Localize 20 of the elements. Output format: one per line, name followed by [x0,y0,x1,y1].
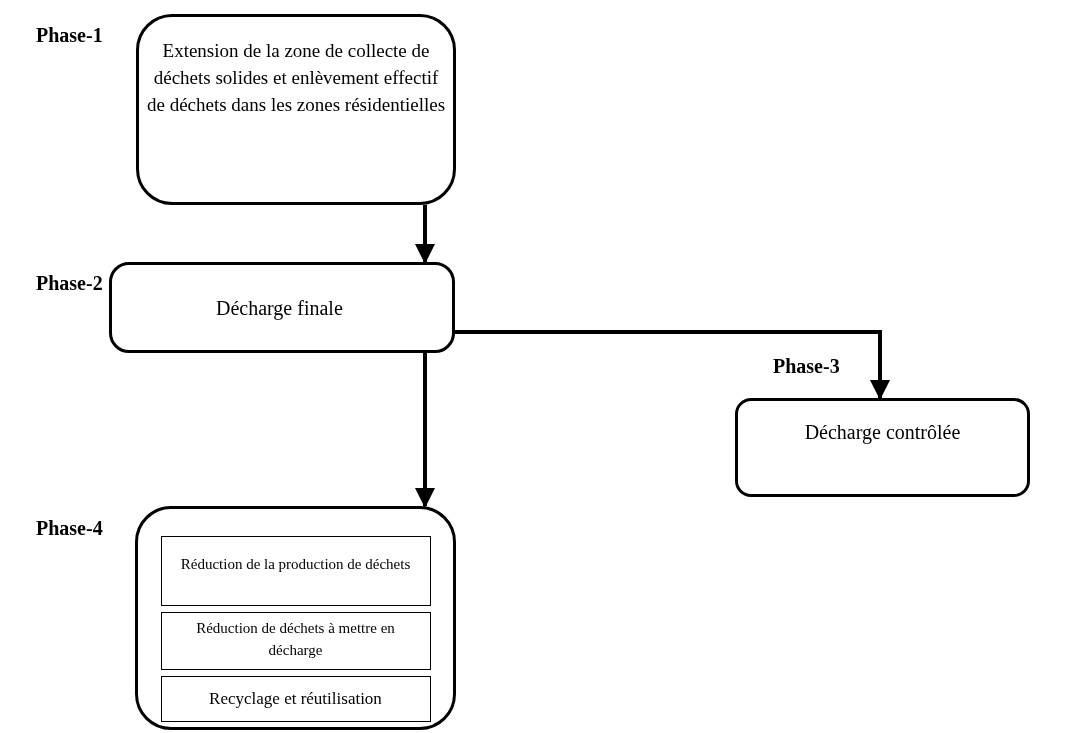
arrow [455,330,890,400]
arrow [415,353,435,508]
process-box [136,14,456,205]
box-text: Réduction de la production de déchets [180,555,411,574]
process-box [160,536,431,606]
phase-label: Phase-3 [773,354,840,379]
box-text: Décharge contrôlée [804,420,961,446]
group-box [135,506,456,730]
arrow [415,205,435,264]
phase-label: Phase-4 [36,516,103,541]
phase-label: Phase-1 [36,23,103,48]
box-text: Décharge finale [216,295,343,322]
box-text: Réduction de déchets à mettre en décharge [195,619,396,660]
box-text: Recyclage et réutilisation [209,688,382,711]
process-box [160,612,431,670]
process-box [160,676,431,722]
phase-label: Phase-2 [36,271,103,296]
process-box [109,262,455,353]
box-text: Extension de la zone de collecte de déchets solides et enlèvement effectif de déchets dans les zones résidentielles [145,39,447,117]
process-box [735,398,1030,497]
